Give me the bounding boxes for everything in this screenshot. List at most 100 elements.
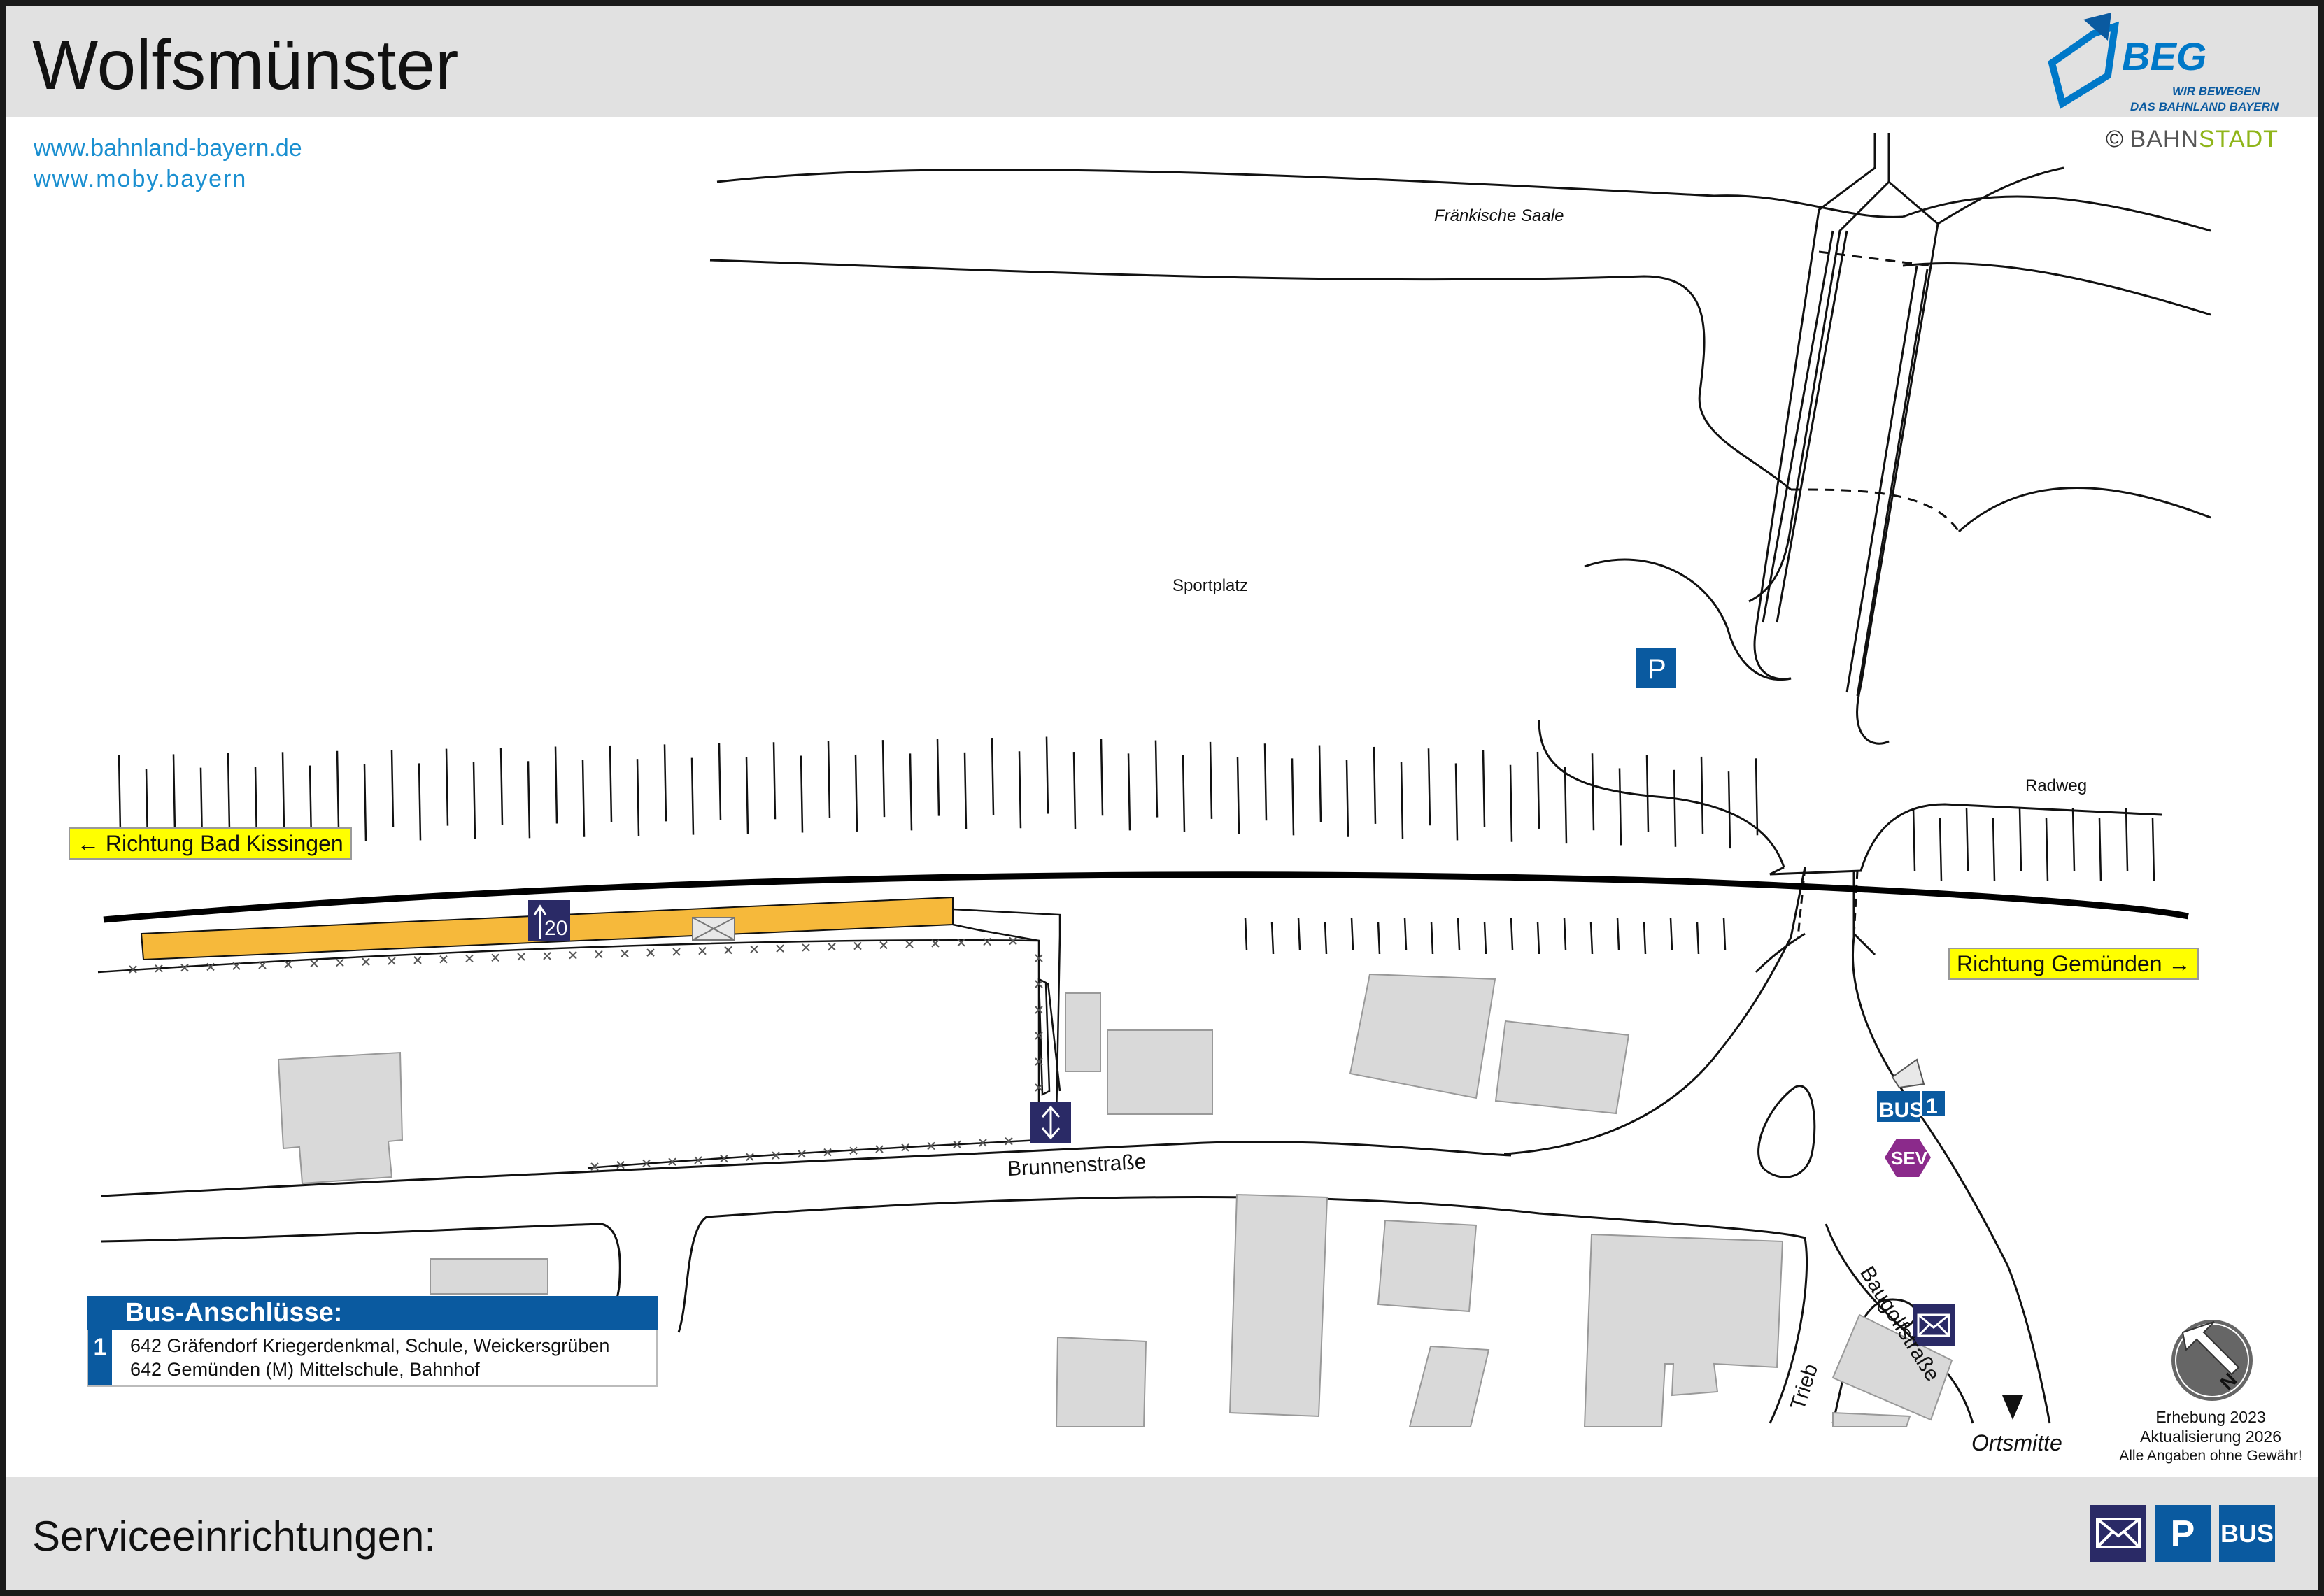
arrow-left-icon: ← [77,831,99,856]
path-east-upper [952,908,1061,1120]
fence-mark [1005,1137,1013,1146]
fence-mark [388,957,396,965]
fence-mark [258,961,267,969]
fence-mark [439,955,448,964]
fence-pole [172,754,176,832]
bridge-roads [1503,133,2162,1155]
fence-mark [776,944,784,953]
fence-pole [854,754,858,832]
copyright-bahnstadt: © BAHNSTADT [2106,126,2279,153]
fence-pole [1209,741,1213,819]
meadow-edge [1584,558,1792,681]
road-baugolf-upper [1851,871,1904,1092]
fence-pole [1345,760,1349,837]
fence-mark [646,948,655,957]
fence-mark [823,1148,832,1157]
fence-mark [232,962,241,970]
fence-pole [1263,743,1268,821]
fence-pole [1616,917,1620,950]
fence-mark [849,1146,858,1155]
brunnenstrasse-south-edge [677,1196,1808,1424]
track-20-sign: 20 [528,900,570,941]
fence-pole [1377,921,1381,955]
fence-pole [963,752,968,829]
fence-pole [909,753,913,831]
beg-slogan-line-1: WIR BEWEGEN [2172,85,2260,98]
fence-north [118,736,1759,849]
fence-mark [1035,954,1043,962]
fence-pole [609,745,613,822]
fence-pole [1270,921,1275,955]
copyright-bahn: BAHN [2130,126,2199,152]
fence-pole [1072,752,1077,829]
building-5 [1494,1020,1630,1115]
fence-mark [155,964,163,973]
fence-pole [991,738,995,815]
fence-mark [724,946,732,955]
fence-pole [281,752,285,829]
fence-mark [206,962,215,971]
fence-pole [1510,917,1514,950]
fence-pole [636,759,640,836]
fence-pole [118,755,122,833]
underpass-icon [1030,1102,1071,1143]
fence-mark [983,937,991,946]
link-bahnland-bayern[interactable]: www.bahnland-bayern.de [34,135,302,162]
fence-pole [1645,755,1650,832]
bus-line-2: 642 Gemünden (M) Mittelschule, Bahnhof [130,1359,480,1380]
fence-pole [1673,769,1677,847]
bridge-rail-4 [1856,269,1929,697]
fence-pole [800,755,804,833]
fence-mark [931,939,940,948]
fence-mark [772,1151,780,1160]
fence-crosses [129,936,1043,1171]
fence-mark [953,1140,961,1148]
survey-line-2: Aktualisierung 2026 [2139,1427,2282,1446]
fence-pole [2125,807,2129,871]
header-bar: Wolfsmünster BEG WIR BEWEGEN DAS BAHNLAN… [6,6,2318,117]
fence-pole [363,764,367,842]
building-11 [1583,1233,1784,1427]
fence-pole [1755,758,1759,836]
fence-pole [581,760,586,837]
road-radweg [1769,803,2162,876]
fence-pole [390,750,395,827]
fence-pole [1722,917,1727,950]
post-mailbox-icon [1913,1304,1955,1346]
building-9 [1055,1336,1147,1427]
page-title: Wolfsmünster [32,26,459,104]
bridge-rail-2 [1776,230,1848,623]
fence-pole [1454,763,1459,841]
track-20-label: 20 [544,917,567,940]
fence-pole [445,748,449,826]
fence-pole [663,744,667,822]
link-moby-bayern[interactable]: www.moby.bayern [34,166,248,192]
fence-pole [1563,917,1567,950]
fence-pole [2151,818,2155,882]
bus-line-1: 642 Gräfendorf Kriegerdenkmal, Schule, W… [130,1335,610,1356]
fence-mark [1035,980,1043,988]
service-parking-icon: P [2155,1505,2211,1562]
survey-line-1: Erhebung 2023 [2155,1408,2266,1426]
fence-pole [1618,768,1622,846]
stair-ramp-line [1047,982,1061,1092]
fence-pole [936,739,940,816]
path-platform-fence [97,939,1040,1143]
railway-track [103,871,2189,923]
fence-pole [472,762,476,839]
road-tick-2 [1852,932,1876,956]
fence-pole [1154,740,1159,818]
fence-mark [491,953,499,962]
river-dashed-north [1818,250,1932,267]
building-3 [1107,1029,1213,1115]
fence-mark [694,1156,702,1164]
fence-mark [1035,1032,1043,1040]
river-label: Fränkische Saale [1434,206,1564,225]
fence-pole [418,763,422,841]
fence-mark [569,950,577,960]
stair-ramp [1037,977,1051,1096]
fence-pole [1912,807,1916,871]
fence-pole [1430,921,1434,955]
fence-pole [2018,807,2022,871]
